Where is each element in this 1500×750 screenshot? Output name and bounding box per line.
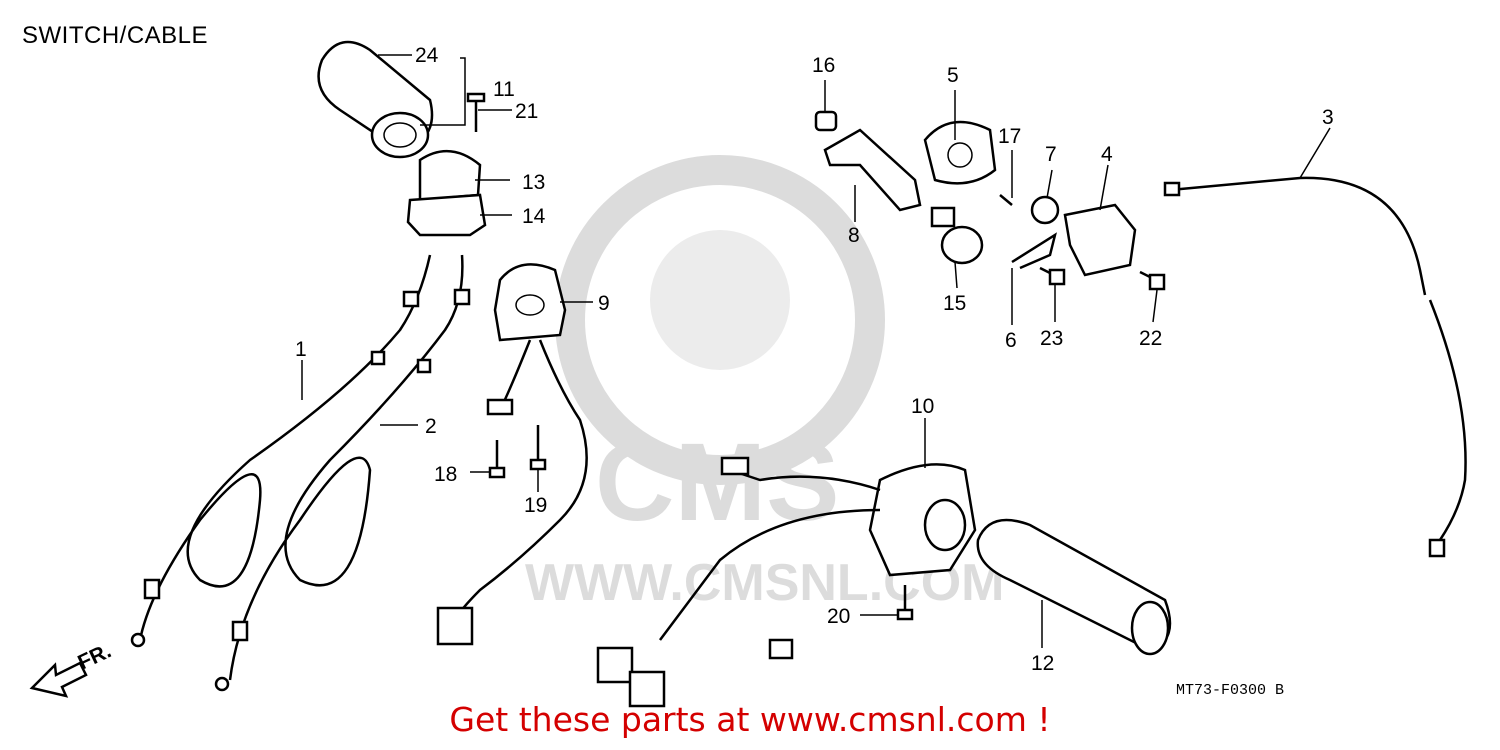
callout-9: 9 — [598, 292, 610, 315]
callout-16: 16 — [812, 54, 835, 77]
callout-13: 13 — [522, 171, 545, 194]
part-1-throttle-cable — [130, 254, 432, 648]
part-8-bracket — [823, 128, 922, 212]
callout-5: 5 — [947, 64, 959, 87]
callout-14: 14 — [522, 205, 546, 228]
part-16-cap — [814, 110, 838, 132]
callout-8: 8 — [848, 224, 860, 247]
part-13-14-throttle-housing — [406, 149, 487, 237]
callout-6: 6 — [1005, 329, 1017, 352]
callout-15: 15 — [943, 292, 966, 315]
promo-banner[interactable]: Get these parts at www.cmsnl.com ! — [449, 700, 1051, 739]
part-7-gear — [1030, 195, 1060, 225]
callout-20: 20 — [827, 605, 850, 628]
diagram-title: SWITCH/CABLE — [22, 22, 209, 49]
callout-labels: 24 11 21 13 14 9 1 2 18 19 16 5 17 7 4 8… — [295, 44, 1334, 675]
callout-12: 12 — [1031, 652, 1054, 675]
watermark-logo-text: CMS — [595, 421, 839, 544]
part-6-spring-clip — [1011, 232, 1057, 270]
watermark-face-shape — [650, 230, 790, 370]
part-22-bolt — [1139, 270, 1166, 291]
callout-10: 10 — [911, 395, 934, 418]
part-21-screw — [466, 92, 486, 132]
callout-24: 24 — [415, 44, 439, 67]
part-9-left-switch — [436, 263, 588, 646]
leader-bracket-11 — [420, 57, 466, 126]
part-5-housing — [923, 120, 997, 185]
part-24-throttle-grip — [317, 40, 434, 159]
callout-11: 11 — [493, 78, 515, 101]
callout-17: 17 — [998, 125, 1021, 148]
callout-1: 1 — [295, 338, 307, 361]
leader-lines — [301, 54, 1331, 648]
watermark-helmet-shape — [555, 155, 885, 485]
callout-18: 18 — [434, 463, 457, 486]
callout-2: 2 — [425, 415, 437, 438]
part-18-screw — [488, 440, 506, 479]
callout-19: 19 — [524, 494, 547, 517]
callout-3: 3 — [1322, 106, 1334, 129]
part-23-bolt — [1039, 266, 1066, 286]
callout-23: 23 — [1040, 327, 1063, 350]
part-15-clamp — [930, 206, 984, 265]
direction-arrow-fr: FR. — [29, 639, 115, 698]
part-12-grip — [976, 518, 1172, 656]
callout-21: 21 — [515, 100, 538, 123]
part-17-screw — [999, 194, 1013, 206]
part-10-right-switch — [596, 456, 977, 708]
part-19-screw — [529, 425, 547, 471]
part-4-pulley-cover — [1063, 203, 1137, 277]
callout-7: 7 — [1045, 143, 1057, 166]
part-2-throttle-cable — [214, 254, 471, 692]
callout-4: 4 — [1101, 143, 1113, 166]
callout-22: 22 — [1139, 327, 1162, 350]
diagram-code: MT73-F0300 B — [1176, 682, 1285, 699]
part-3-cable — [1163, 176, 1467, 558]
